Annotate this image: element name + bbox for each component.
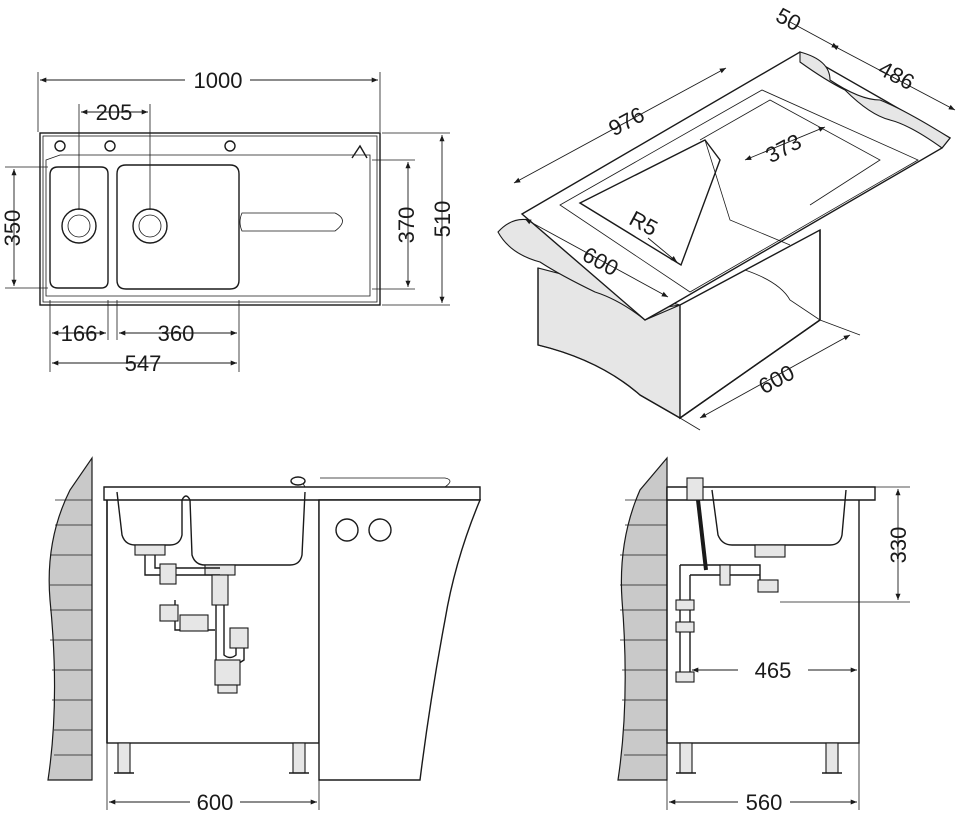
- dim-small-bowl-166: 166: [61, 321, 98, 346]
- dim-depth-510: 510: [430, 201, 455, 238]
- dim-side-drain-465: 465: [755, 658, 792, 683]
- front-view: 600: [47, 456, 482, 815]
- dim-combined-547: 547: [125, 351, 162, 376]
- dim-front-cabinet-width: 600: [197, 790, 234, 815]
- dim-side-depth-330: 330: [886, 527, 911, 564]
- isometric-view: 976 50 486 373 R5 600 600: [497, 3, 956, 431]
- dim-cabinet-600-b: 600: [754, 360, 798, 399]
- dim-large-bowl-360: 360: [158, 321, 195, 346]
- dim-depth-486: 486: [874, 56, 918, 95]
- dim-total-width: 1000: [194, 68, 243, 93]
- dim-bowl-height-350: 350: [0, 210, 25, 247]
- dim-bowl-height-370: 370: [394, 207, 419, 244]
- top-view: 1000 205 350 370 510 166 360 547: [0, 68, 455, 376]
- dim-width-976: 976: [604, 102, 648, 141]
- drain-pipes: [134, 544, 249, 694]
- dim-side-cabinet-depth: 560: [746, 790, 783, 815]
- side-view: 330 465 560: [617, 456, 911, 815]
- dim-drain-offset: 205: [96, 100, 133, 125]
- dim-edge-50: 50: [772, 3, 805, 37]
